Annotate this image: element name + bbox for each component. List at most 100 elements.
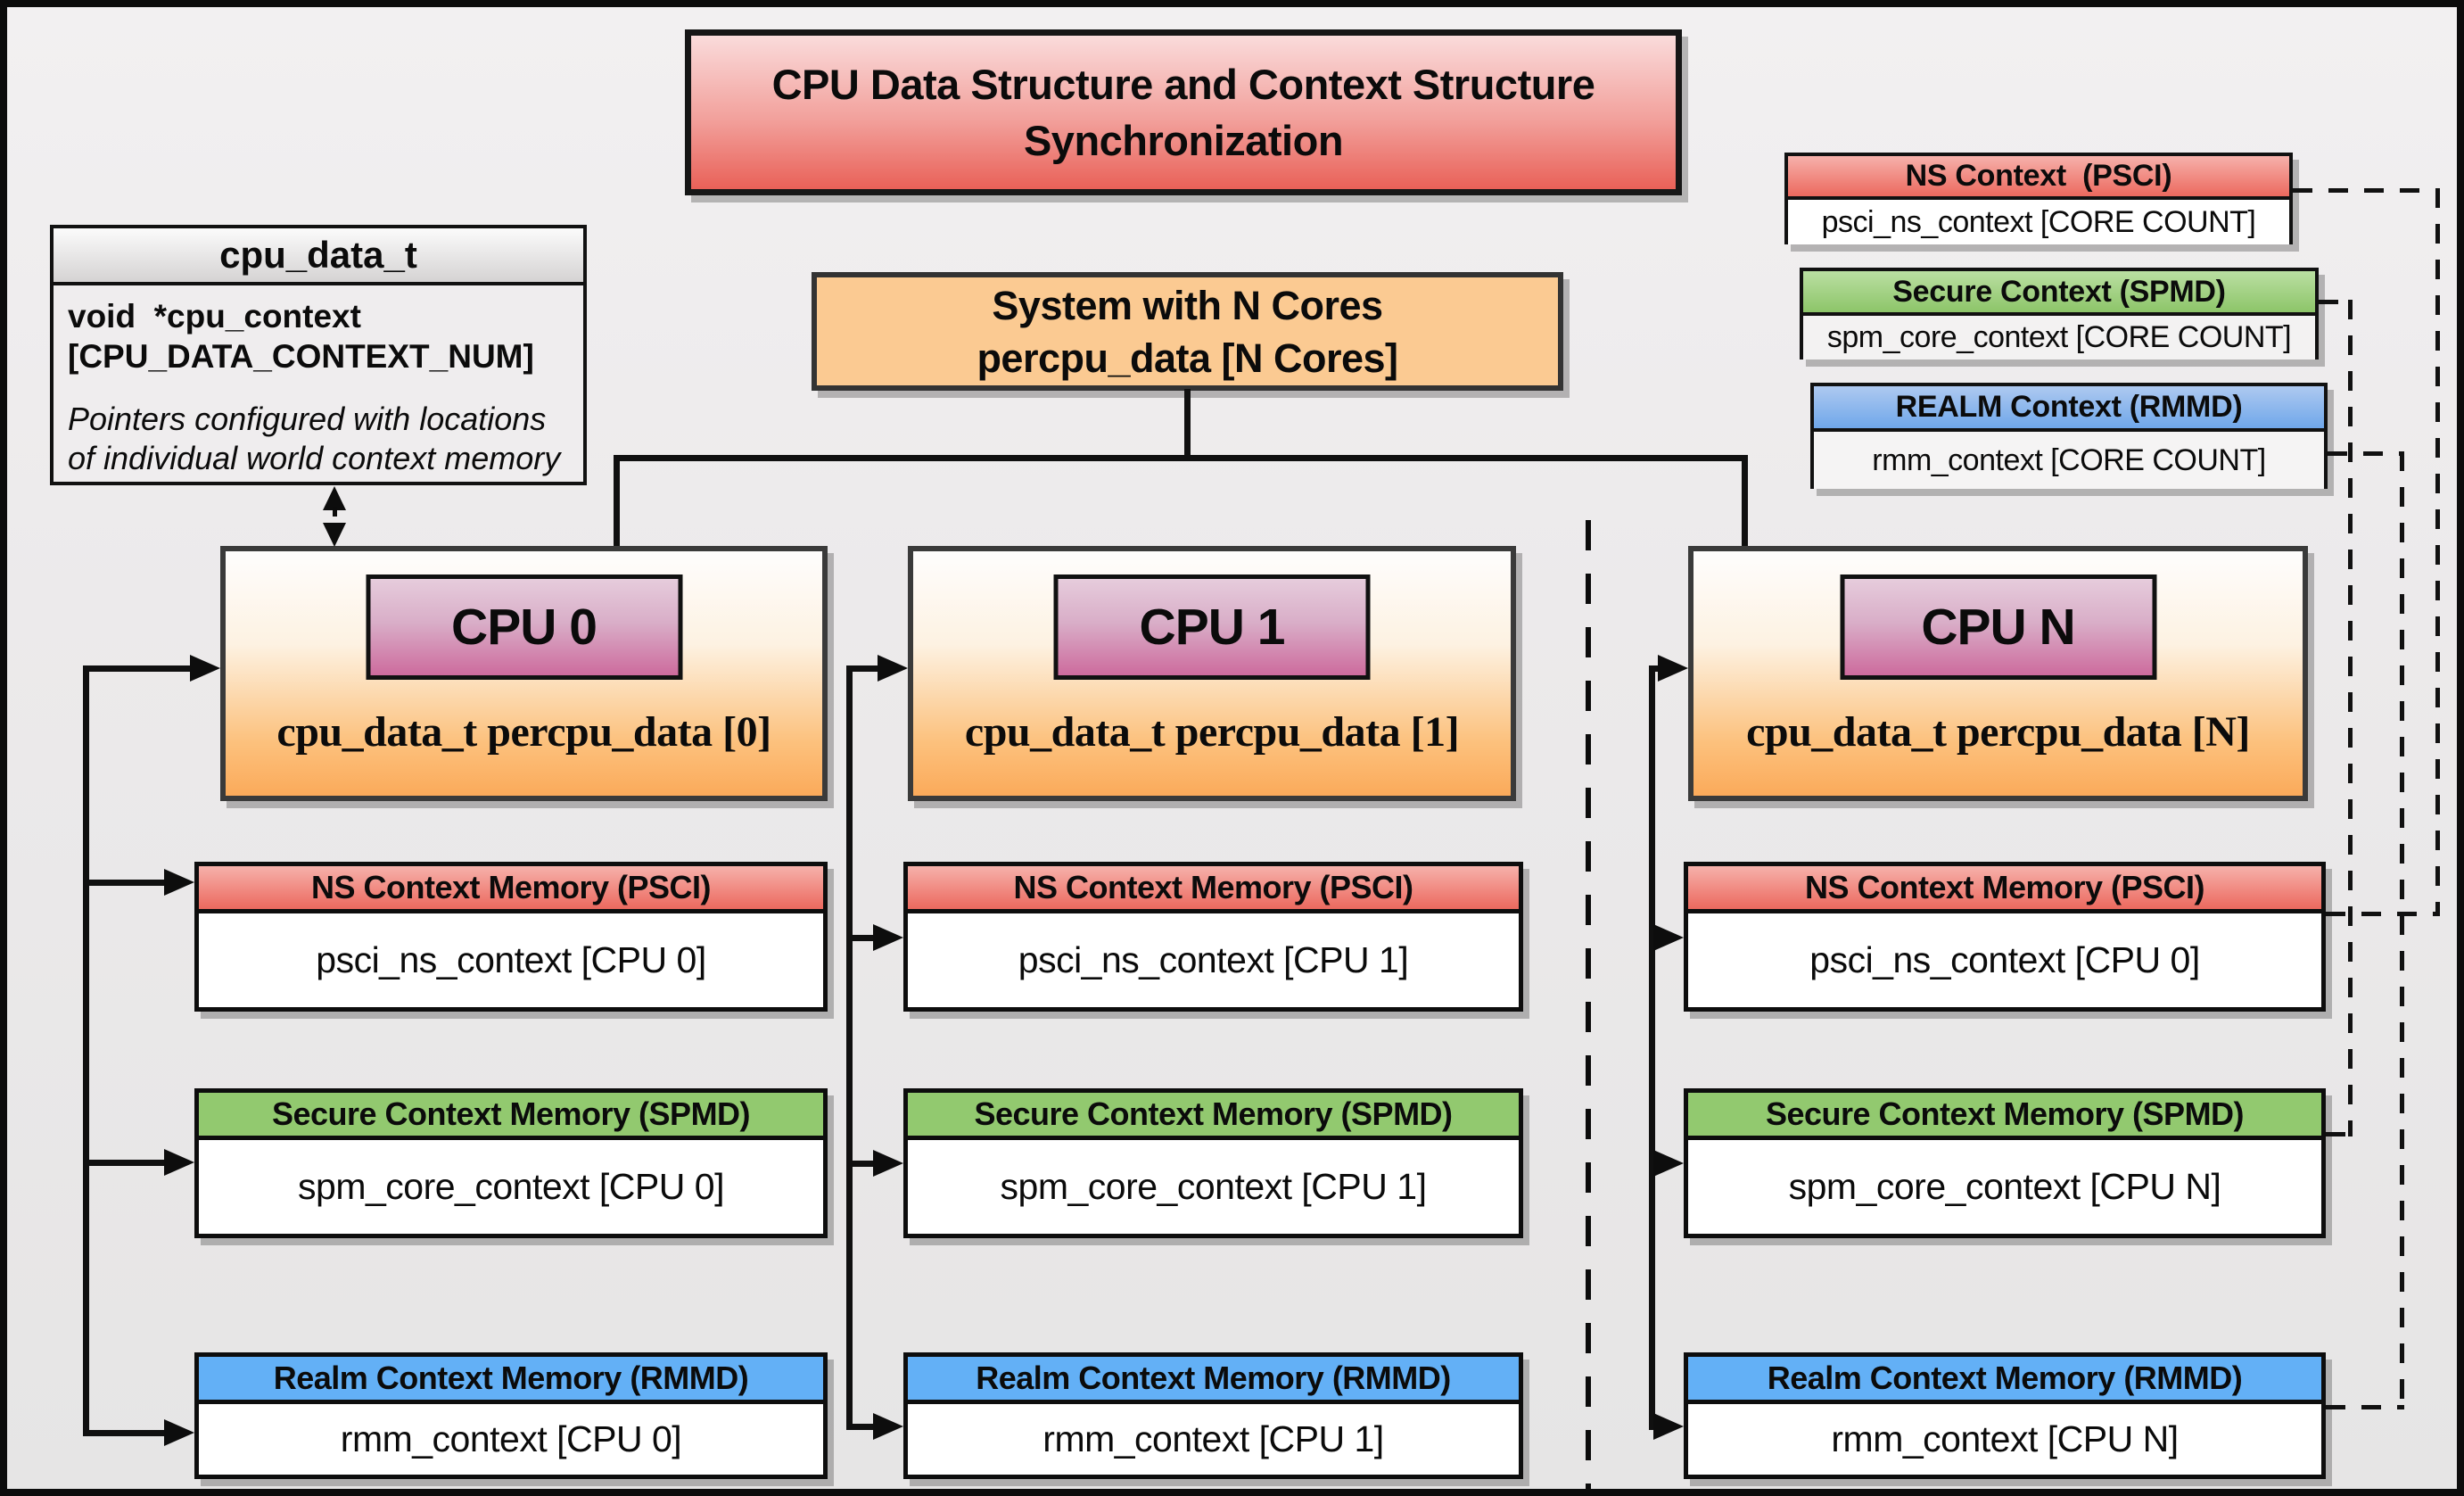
cpu-1-box: CPU 1 cpu_data_t percpu_data [1] [908,546,1516,801]
cpu-1-realm-body: rmm_context [CPU 1] [908,1404,1519,1475]
cpu-0-secure-header: Secure Context Memory (SPMD) [199,1093,823,1140]
diagram-title-box: CPU Data Structure and Context Structure… [685,29,1682,195]
cpu-n-bracket-branch-cpu [1649,665,1660,672]
cpu-n-ns-body: psci_ns_context [CPU 0] [1688,913,2321,1007]
cpu-1-bracket-branch-ns [846,935,875,941]
legend-spmd-body: spm_core_context [CORE COUNT] [1803,316,2315,360]
spmd-dashed-bottom-horizontal [2326,1132,2353,1136]
cpu-1-ns-body: psci_ns_context [CPU 1] [908,913,1519,1007]
cpu-n-ns-header: NS Context Memory (PSCI) [1688,866,2321,913]
system-connector-vertical-line [1184,389,1191,461]
system-connector-drop-left-line [614,455,620,546]
rmmd-dashed-vertical [2400,451,2404,1409]
legend-secure-context-spmd: Secure Context (SPMD) spm_core_context [… [1800,268,2319,360]
rmmd-dashed-bottom-horizontal [2326,1405,2404,1409]
cpu-0-realm-context-box: Realm Context Memory (RMMD) rmm_context … [194,1352,828,1479]
system-line-1: System with N Cores [992,282,1383,328]
struct-link-arrow-down-icon [323,523,346,547]
psci-dashed-bottom-horizontal [2326,912,2440,916]
cpu-0-label: cpu_data_t percpu_data [0] [276,708,771,756]
struct-link-dashed-line [333,507,337,526]
struct-field-line-1: void *cpu_context [68,298,361,335]
legend-rmmd-header: REALM Context (RMMD) [1814,386,2324,432]
cpu-n-arrow-ns-icon [1653,924,1684,951]
system-box: System with N Cores percpu_data [N Cores… [812,272,1563,391]
title-line-2: Synchronization [1023,117,1344,164]
cpu-n-bracket-branch-secure [1649,1161,1656,1167]
legend-spmd-header: Secure Context (SPMD) [1803,271,2315,316]
cpu-1-bracket-branch-cpu [846,665,879,672]
struct-link-arrow-up-icon [323,486,346,510]
cpu-1-arrow-cpu-icon [878,655,908,682]
struct-header: cpu_data_t [54,228,583,285]
legend-rmmd-body: rmm_context [CORE COUNT] [1814,432,2324,489]
cpu-1-realm-context-box: Realm Context Memory (RMMD) rmm_context … [903,1352,1523,1479]
cpu-0-ns-header: NS Context Memory (PSCI) [199,866,823,913]
cpu-1-badge: CPU 1 [1053,574,1371,680]
cpu-1-arrow-realm-icon [873,1413,903,1440]
struct-note-line-2: of individual world context memory [68,440,561,476]
struct-field-line-2: [CPU_DATA_CONTEXT_NUM] [68,338,534,375]
cpu-n-bracket-vertical-line [1649,665,1655,1430]
legend-realm-context-rmmd: REALM Context (RMMD) rmm_context [CORE C… [1810,383,2328,489]
struct-note-line-1: Pointers configured with locations [68,401,547,437]
cpu-0-badge: CPU 0 [366,574,682,680]
cpu-0-bracket-branch-secure [83,1160,166,1166]
cpu-n-bracket-branch-realm [1649,1424,1656,1430]
cpu-0-secure-body: spm_core_context [CPU 0] [199,1140,823,1234]
cpu-0-realm-header: Realm Context Memory (RMMD) [199,1357,823,1404]
cpu-1-secure-body: spm_core_context [CPU 1] [908,1140,1519,1234]
legend-psci-body: psci_ns_context [CORE COUNT] [1788,200,2289,244]
psci-dashed-top-horizontal [2293,188,2440,193]
system-connector-drop-right-line [1742,455,1748,546]
cpu-n-label: cpu_data_t percpu_data [N] [1746,708,2250,756]
spmd-dashed-vertical [2348,300,2353,1136]
cpu-0-ns-context-box: NS Context Memory (PSCI) psci_ns_context… [194,862,828,1012]
cpu-n-arrow-secure-icon [1653,1150,1684,1177]
cpu-n-secure-body: spm_core_context [CPU N] [1688,1140,2321,1234]
cpu-n-realm-header: Realm Context Memory (RMMD) [1688,1357,2321,1404]
cpu-0-secure-context-box: Secure Context Memory (SPMD) spm_core_co… [194,1088,828,1238]
cpu-0-box: CPU 0 cpu_data_t percpu_data [0] [220,546,828,801]
psci-dashed-vertical [2435,188,2440,916]
cpu-n-secure-context-box: Secure Context Memory (SPMD) spm_core_co… [1684,1088,2326,1238]
cpu-1-secure-header: Secure Context Memory (SPMD) [908,1093,1519,1140]
cpu-1-secure-context-box: Secure Context Memory (SPMD) spm_core_co… [903,1088,1523,1238]
cpu-n-box: CPU N cpu_data_t percpu_data [N] [1688,546,2308,801]
title-line-1: CPU Data Structure and Context Structure [771,61,1595,108]
cpu-1-ns-header: NS Context Memory (PSCI) [908,866,1519,913]
cpu-1-arrow-secure-icon [873,1150,903,1177]
spmd-dashed-top-horizontal [2319,300,2353,304]
cpu-0-bracket-branch-cpu [83,665,192,672]
cpu-0-bracket-branch-realm [83,1430,166,1436]
cpu-1-bracket-branch-secure [846,1161,875,1167]
cpu-1-realm-header: Realm Context Memory (RMMD) [908,1357,1519,1404]
cpu-0-arrow-secure-icon [164,1149,194,1176]
cpu-data-t-struct-box: cpu_data_t void *cpu_context [CPU_DATA_C… [50,225,587,485]
cpu-n-arrow-cpu-icon [1658,655,1688,682]
legend-psci-header: NS Context (PSCI) [1788,156,2289,200]
cpu-0-arrow-realm-icon [164,1419,194,1446]
system-connector-horizontal-line [614,455,1748,461]
cpu-0-arrow-ns-icon [164,869,194,896]
cpu-0-arrow-cpu-icon [190,655,220,682]
cpu-1-bracket-vertical-line [846,665,853,1430]
cpu-0-realm-body: rmm_context [CPU 0] [199,1404,823,1475]
cpu-0-bracket-vertical-line [83,665,89,1436]
rmmd-dashed-top-horizontal [2328,451,2404,456]
cpu-1-arrow-ns-icon [873,924,903,951]
cpu-n-arrow-realm-icon [1653,1413,1684,1440]
cpu-n-realm-context-box: Realm Context Memory (RMMD) rmm_context … [1684,1352,2326,1479]
column-separator-dashed-line [1586,520,1591,1489]
legend-ns-context-psci: NS Context (PSCI) psci_ns_context [CORE … [1784,153,2293,244]
cpu-0-bracket-branch-ns [83,880,166,886]
cpu-1-ns-context-box: NS Context Memory (PSCI) psci_ns_context… [903,862,1523,1012]
cpu-n-bracket-branch-ns [1649,935,1656,941]
cpu-1-bracket-branch-realm [846,1424,875,1430]
cpu-n-realm-body: rmm_context [CPU N] [1688,1404,2321,1475]
cpu-n-secure-header: Secure Context Memory (SPMD) [1688,1093,2321,1140]
cpu-0-ns-body: psci_ns_context [CPU 0] [199,913,823,1007]
struct-body: void *cpu_context [CPU_DATA_CONTEXT_NUM]… [54,285,583,478]
cpu-n-badge: CPU N [1840,574,2156,680]
